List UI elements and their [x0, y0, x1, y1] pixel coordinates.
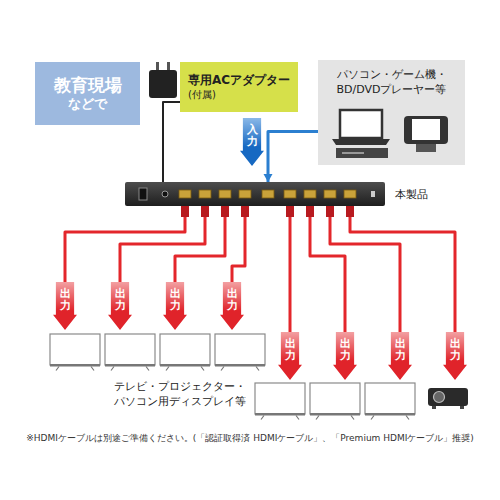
cable-connector: [268, 131, 318, 182]
input-arrow: 入力: [240, 118, 264, 166]
arrowhead: [264, 174, 273, 182]
output-arrow: 出力: [108, 282, 132, 330]
output-arrow: 出力: [163, 282, 187, 330]
output-label: 出力: [395, 338, 406, 362]
splitter-device: 本製品: [125, 182, 385, 206]
device-note: テレビ・プロジェクター・ パソコン用ディスプレイ等: [105, 379, 255, 410]
output-cables: [65, 206, 455, 332]
output-arrow: 出力: [278, 332, 302, 380]
output-label: 出力: [170, 288, 181, 312]
scene-box: 教育現場などで: [35, 62, 140, 125]
output-arrow: 出力: [388, 332, 412, 380]
edge-label: 入力: [247, 124, 258, 148]
adapter-label-box: 専用ACアダプター(付属): [180, 62, 298, 112]
node-heading: 教育現場: [54, 74, 122, 96]
cable-plugs: [181, 206, 354, 217]
cable-connector: [163, 102, 180, 182]
output-arrow: 出力: [53, 282, 77, 330]
node-heading: 専用ACアダプター: [188, 72, 290, 89]
device-ports: [125, 182, 385, 206]
node-text: (付属): [188, 88, 290, 102]
projector: [428, 388, 468, 409]
footnote: ※HDMIケーブルは別途ご準備ください。(「認証取得済 HDMIケーブル」、「P…: [8, 432, 492, 445]
node-heading: パソコン・ゲーム機・ BD/DVDプレーヤー等: [322, 68, 462, 98]
node-heading: 本製品: [395, 187, 428, 202]
displays: [50, 334, 415, 420]
output-label: 出力: [227, 288, 238, 312]
ac-adapter: [149, 62, 177, 98]
output-arrow: 出力: [443, 332, 467, 380]
node-text: などで: [68, 96, 107, 113]
output-label: 出力: [340, 338, 351, 362]
output-label: 出力: [285, 338, 296, 362]
output-label: 出力: [450, 338, 461, 362]
output-label: 出力: [60, 288, 71, 312]
output-arrow: 出力: [220, 282, 244, 330]
source-box: パソコン・ゲーム機・ BD/DVDプレーヤー等: [318, 60, 465, 165]
output-label: 出力: [115, 288, 126, 312]
output-arrow: 出力: [333, 332, 357, 380]
